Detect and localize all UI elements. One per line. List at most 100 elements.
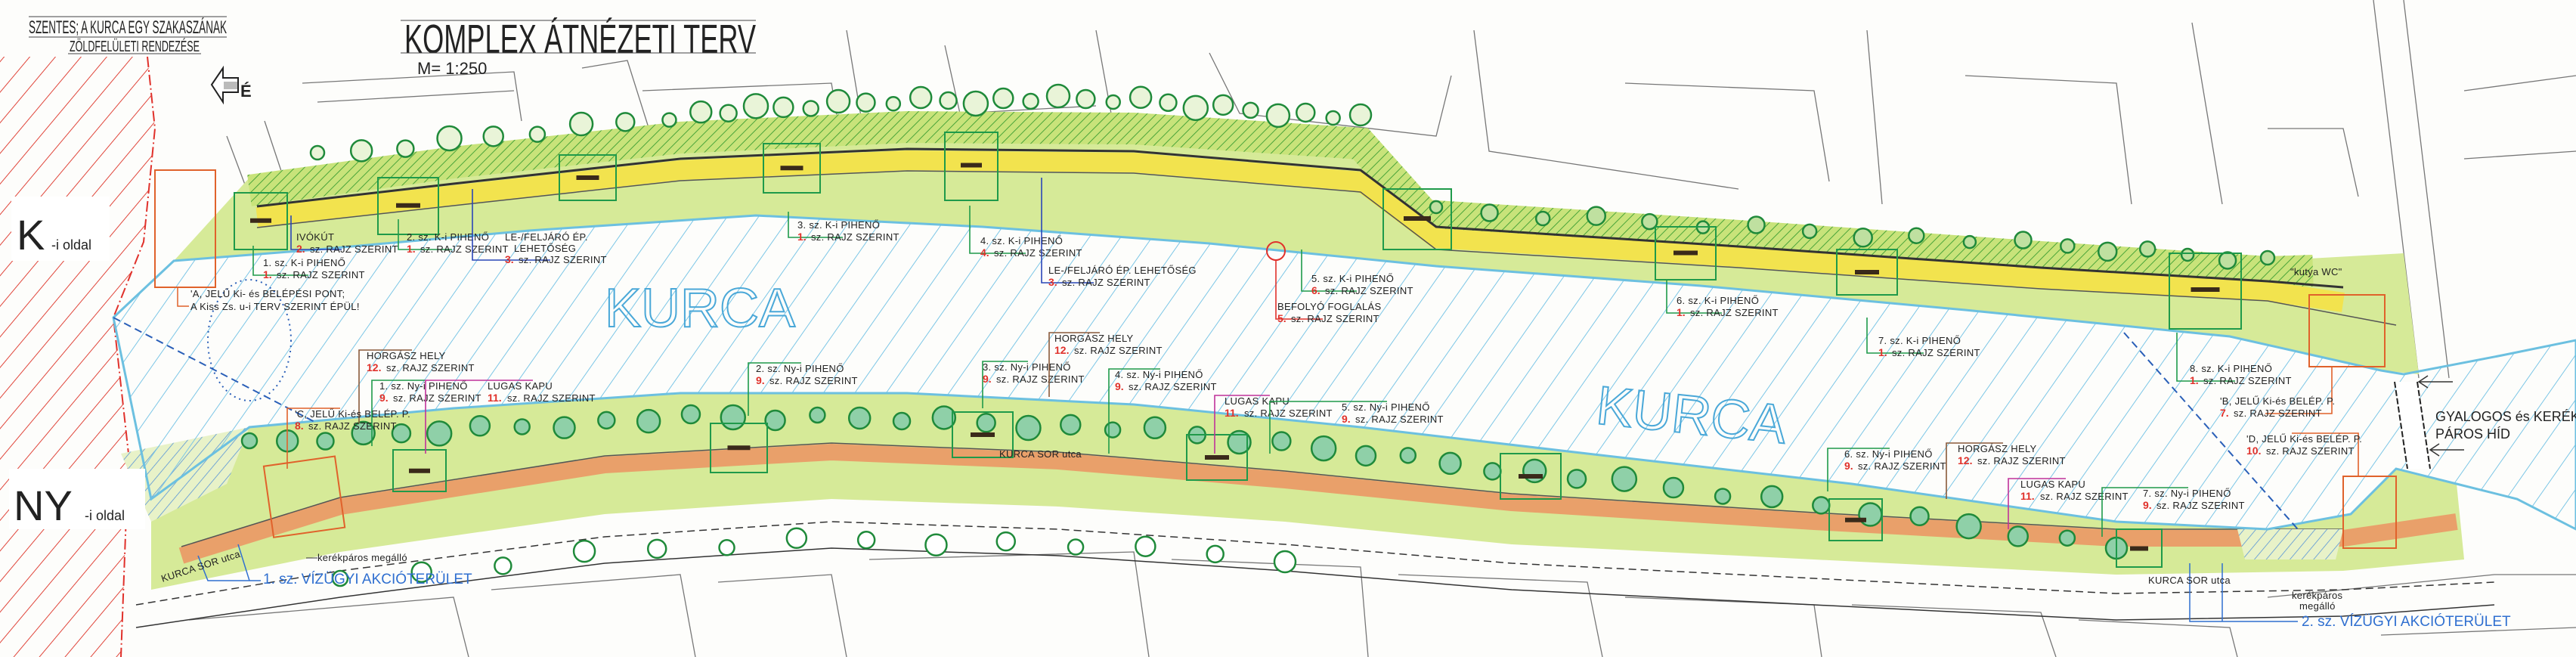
tree-icon (1955, 513, 1982, 540)
tree-icon (1105, 94, 1121, 110)
tree-icon (1858, 502, 1883, 527)
rest-area-box (1836, 249, 1898, 296)
tree-icon (2180, 247, 2195, 262)
tree-icon (2014, 231, 2033, 249)
drawing-ref-text: sz. RAJZ SZERINT (2203, 375, 2292, 386)
tree-icon (391, 423, 412, 444)
tree-icon (469, 415, 491, 437)
callout-leader-line (472, 189, 550, 261)
tree-icon (1310, 435, 1337, 462)
tree-icon (410, 561, 432, 583)
tree-icon (528, 126, 546, 143)
callout-title: HORGÁSZ HELY (1054, 333, 1134, 344)
drawing-ref-text: sz. RAJZ SZERINT (386, 362, 475, 373)
tree-icon (856, 92, 876, 113)
drawing-ref-number: 1. (2190, 374, 2199, 386)
tree-icon (1586, 206, 1607, 226)
tree-icon (856, 530, 876, 550)
tree-icon (351, 420, 376, 446)
tree-icon (2259, 249, 2276, 266)
bridge-label-line1: GYALOGOS és KERÉK- (2435, 409, 2576, 424)
tree-icon (436, 125, 463, 152)
callout-leader-line (1048, 332, 1100, 397)
tree-icon (494, 556, 512, 575)
drawing-ref-text: sz. RAJZ SZERINT (2156, 500, 2245, 511)
tree-icon (1747, 215, 1766, 234)
tree-icon (1429, 200, 1444, 215)
drawing-ref-number: 1. (1677, 306, 1686, 318)
bike-stop-label-2b: megálló (2299, 600, 2336, 612)
callout-title: 4. sz. Ny-i PIHENŐ (1115, 369, 1203, 380)
tree-icon (1534, 210, 1551, 227)
drawing-ref-number: 3. (505, 253, 514, 265)
callout-title: LUGAS KAPU (488, 380, 553, 392)
tree-icon (1296, 102, 1316, 123)
east-side-letter: K (17, 211, 45, 259)
tree-icon (2138, 240, 2156, 258)
bench-icon (1205, 455, 1229, 460)
callout-title: 8. sz. K-i PIHENŐ (2190, 363, 2272, 374)
bridge-arrows (2417, 375, 2464, 457)
drawing-ref-text: sz. RAJZ SZERINT (1892, 347, 1980, 358)
drawing-ref-number: 9. (1342, 413, 1351, 425)
plan-title: KOMPLEX ÁTNÉZETI TERV (404, 17, 756, 62)
callout-leader-line (1275, 260, 1323, 320)
tree-symbols (240, 83, 2276, 587)
bench-icon (1845, 517, 1866, 522)
tree-icon (1060, 414, 1082, 436)
drawing-ref-number: 12. (1054, 344, 1069, 356)
tree-icon (1143, 416, 1167, 440)
tree-icon (240, 432, 259, 450)
bench-icon (396, 203, 420, 208)
callout-leader-line (2101, 487, 2188, 537)
west-side-letter: NY (14, 482, 73, 529)
north-label: É (240, 82, 252, 101)
tree-icon (1355, 445, 1377, 467)
tree-icon (1129, 85, 1153, 110)
tree-icon (772, 96, 794, 119)
callout-title: LE-/FELJÁRÓ ÉP. (505, 231, 588, 243)
water-management-line-west (113, 317, 318, 424)
callout-leader-line (2008, 478, 2066, 529)
tree-icon (1812, 496, 1831, 515)
callout-title: 7. sz. K-i PIHENŐ (1878, 335, 1961, 346)
water-area-2-label: 2. sz. VÍZÜGYI AKCIÓTERÜLET (2302, 613, 2511, 630)
callout-title: LUGAS KAPU (2020, 479, 2085, 490)
tree-icon (572, 539, 596, 563)
tree-icon (1022, 92, 1039, 110)
tree-icon (1076, 88, 1096, 110)
drawing-ref-text: sz. RAJZ SZERINT (1355, 414, 1444, 425)
drawing-ref-text: sz. RAJZ SZERINT (2040, 491, 2129, 502)
tree-icon (1271, 431, 1292, 451)
rest-area-box (2116, 528, 2163, 568)
drawing-ref-number: 1. (797, 231, 807, 243)
entry-point-a-note: 'A, JELŰ Ki- és BELÉPÉSI PONT; A Kiss Zs… (177, 287, 359, 312)
tree-icon (2218, 251, 2237, 270)
callout-leader-line (748, 362, 801, 416)
tree-icon (1067, 538, 1085, 556)
rest-area-box (1500, 453, 1562, 500)
tree-icon (568, 111, 594, 137)
bench-icon (576, 175, 599, 180)
drawing-ref-text: sz. RAJZ SZERINT (393, 392, 481, 404)
tree-icon (885, 95, 902, 112)
kurca-sor-road-edge (135, 521, 2495, 606)
tree-icon (924, 533, 948, 556)
tree-icon (513, 418, 531, 435)
bench-icon (780, 166, 803, 171)
callout-title: 1. sz. Ny-i PIHENŐ (379, 380, 468, 392)
drawing-ref-text: sz. RAJZ SZERINT (277, 269, 365, 280)
drawing-ref-number: 2. (296, 243, 305, 255)
project-title: SZENTES; A KURCA EGY SZAKASZÁNAK ZÖLDFEL… (29, 16, 227, 55)
project-title-line1: SZENTES; A KURCA EGY SZAKASZÁNAK (29, 17, 227, 38)
drawing-ref-text: sz. RAJZ SZERINT (1129, 381, 1217, 392)
